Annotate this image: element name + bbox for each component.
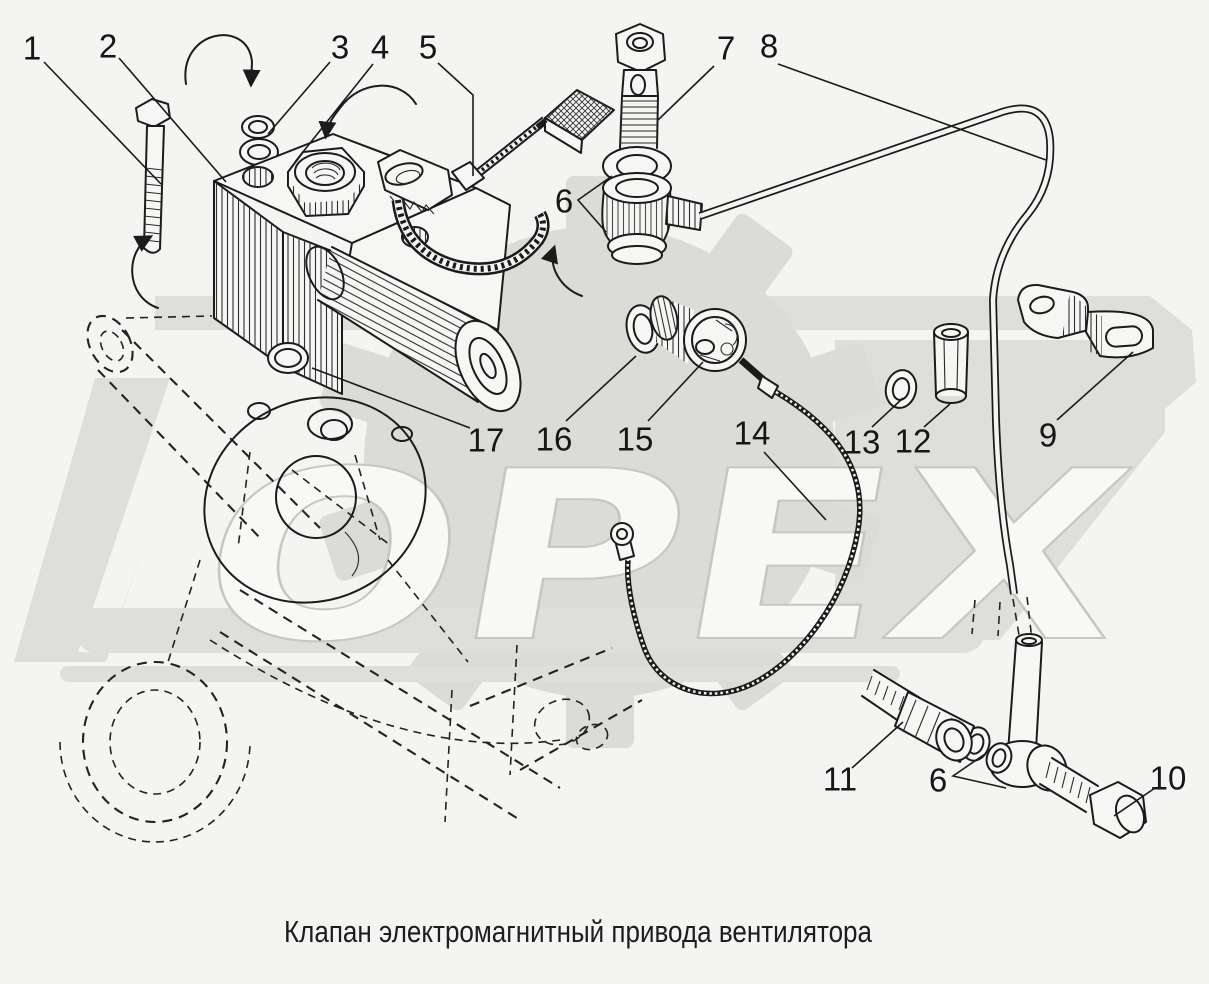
cable-part-5 — [391, 89, 615, 276]
leader-line — [576, 175, 613, 233]
callout-label-14: 14 — [734, 415, 771, 452]
callout-labels: 1 2 3 4 5 7 8 6 17 16 15 14 13 12 9 11 6… — [23, 28, 1187, 799]
fitting-part-7 — [615, 23, 666, 149]
watermark-band-mid — [75, 608, 985, 653]
leader-line — [118, 57, 227, 183]
callout-leaders — [43, 57, 1156, 817]
leader-line — [657, 65, 715, 121]
cable-connector-block — [535, 89, 615, 154]
leader-line — [951, 753, 1007, 789]
watermark-text: ОРЕХ — [181, 421, 1149, 694]
leader-line — [1113, 787, 1156, 817]
callout-label-10: 10 — [1150, 760, 1187, 797]
callout-label-11: 11 — [823, 761, 857, 798]
callout-label-2: 2 — [99, 28, 117, 65]
callout-label-15: 15 — [617, 421, 654, 458]
leader-line — [294, 63, 374, 163]
banjo-bolt-part-10 — [1039, 757, 1147, 839]
o-ring-part-17 — [267, 342, 309, 374]
leader-line — [647, 361, 704, 422]
connector-plug-parts-15-16 — [625, 295, 779, 399]
mounting-plate — [203, 396, 427, 604]
leader-line — [1056, 351, 1134, 421]
callout-label-13: 13 — [844, 424, 881, 461]
leader-line — [437, 62, 474, 176]
leader-line — [43, 61, 162, 185]
callout-label-1: 1 — [23, 30, 41, 67]
callout-label-3: 3 — [331, 29, 349, 66]
callout-label-16: 16 — [536, 421, 573, 458]
leader-line — [851, 721, 904, 769]
callout-label-17: 17 — [468, 422, 505, 459]
tee-fitting-assembly — [861, 633, 1147, 839]
callout-label-9: 9 — [1039, 417, 1057, 454]
spacer-sleeve-part-12 — [933, 323, 969, 404]
hex-nut-part-4 — [287, 147, 365, 217]
tube-part-8 — [698, 104, 1055, 642]
leader-line — [763, 451, 827, 521]
callout-label-5: 5 — [419, 29, 437, 66]
solenoid-coil — [305, 245, 522, 413]
callout-label-12: 12 — [895, 423, 932, 460]
fitting-part-11 — [861, 669, 975, 763]
leader-line — [777, 63, 1047, 161]
callout-label-8: 8 — [760, 28, 778, 65]
callout-label-4: 4 — [371, 29, 389, 66]
callout-label-6: 6 — [555, 183, 573, 220]
leader-line — [565, 355, 637, 422]
union-elbow-part-6 — [601, 146, 703, 265]
callout-label-7: 7 — [717, 30, 735, 67]
leader-line — [871, 397, 904, 428]
watermark-swoosh-gap — [78, 378, 198, 652]
watermark-band-low — [60, 666, 900, 682]
callout-label-6b: 6 — [929, 762, 947, 799]
figure-caption: Клапан электромагнитный привода вентилят… — [284, 914, 873, 949]
ground-wire-part-14 — [610, 389, 863, 697]
valve-flange-lug — [377, 149, 453, 215]
leader-line — [311, 367, 471, 429]
washer-part-13 — [884, 369, 918, 409]
leader-line — [267, 61, 331, 135]
clamp-bracket-part-9 — [1017, 283, 1154, 359]
hidden-housing-drawing — [59, 314, 1001, 843]
assembly-arrows — [131, 34, 583, 309]
leader-line — [923, 403, 951, 428]
